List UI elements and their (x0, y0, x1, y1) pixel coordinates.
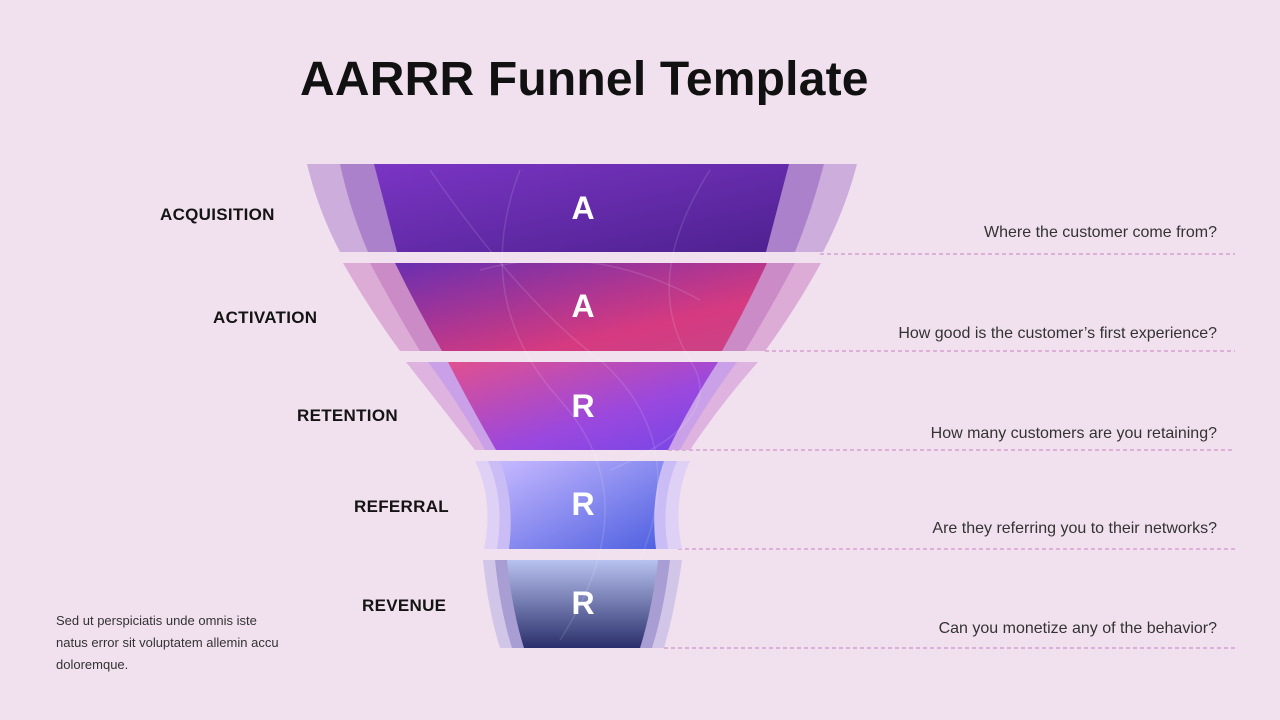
funnel-segment-retention (406, 362, 758, 450)
funnel-letter-acquisition: A (571, 190, 595, 226)
stage-label-activation: ACTIVATION (213, 308, 318, 327)
funnel-letter-referral: R (571, 486, 595, 522)
stage-question-retention: How many customers are you retaining? (930, 425, 1217, 442)
stage-label-retention: RETENTION (297, 406, 398, 425)
decorative-swirl-lines (429, 169, 711, 641)
funnel-segment-acquisition (307, 164, 857, 252)
funnel-segment-referral (475, 461, 690, 549)
page-title: AARRR Funnel Template (300, 53, 869, 106)
stage-question-acquisition: Where the customer come from? (984, 224, 1217, 241)
stage-question-activation: How good is the customer’s first experie… (898, 325, 1217, 342)
funnel-letter-retention: R (571, 388, 595, 424)
stage-label-revenue: REVENUE (362, 596, 447, 615)
funnel-segment-activation (343, 263, 821, 351)
funnel-letter-revenue: R (571, 585, 595, 621)
stage-question-revenue: Can you monetize any of the behavior? (938, 620, 1217, 637)
description-text: Sed ut perspiciatis unde omnis iste natu… (56, 613, 279, 672)
stage-label-referral: REFERRAL (354, 497, 449, 516)
funnel-segment-revenue (483, 560, 682, 648)
funnel-letter-activation: A (571, 288, 595, 324)
stage-label-acquisition: ACQUISITION (160, 205, 275, 224)
stage-question-referral: Are they referring you to their networks… (932, 520, 1217, 537)
